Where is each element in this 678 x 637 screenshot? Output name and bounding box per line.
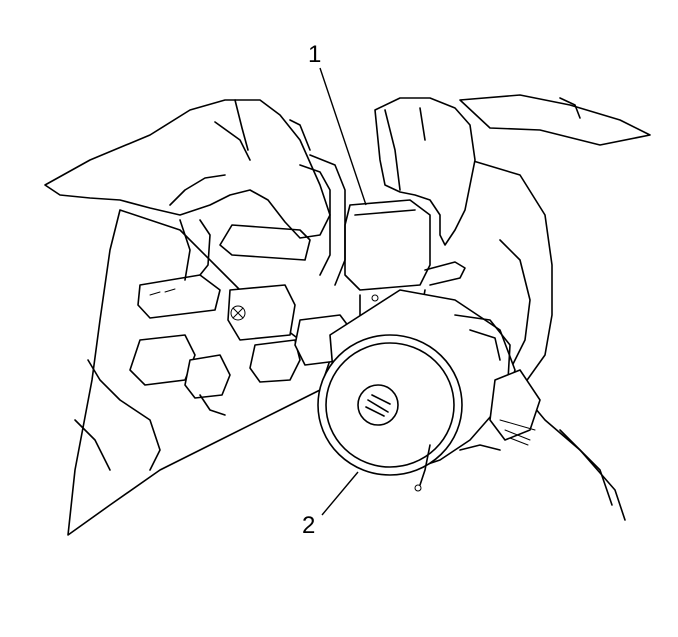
left-hand xyxy=(44,99,331,239)
coil-assembly-item-2 xyxy=(317,289,541,492)
leader-line-1 xyxy=(319,67,367,206)
leader-line-2 xyxy=(321,471,359,516)
callout-1: 1 xyxy=(308,41,321,68)
callout-2: 2 xyxy=(302,512,315,539)
right-hand xyxy=(374,94,651,246)
